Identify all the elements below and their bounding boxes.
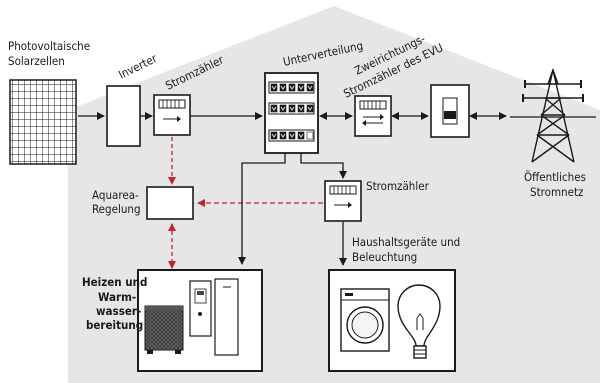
pv-label-line2: Solarzellen — [8, 54, 65, 68]
heating-label-line2: Warm- — [98, 290, 136, 304]
breaker-switch — [279, 104, 287, 113]
aquarea-label-line2: Regelung — [92, 202, 141, 216]
breaker-mark — [307, 106, 313, 111]
breaker-switch — [288, 83, 296, 92]
breaker-switch — [279, 131, 287, 140]
heating-label-line1: Heizen und — [82, 275, 147, 289]
evu-meter-icon — [354, 95, 392, 137]
breaker-switch — [288, 131, 296, 140]
distribution-board-icon — [264, 72, 319, 154]
water-tank-icon — [214, 278, 239, 356]
heating-label-line4: bereitung — [86, 318, 143, 332]
light-bulb-icon — [397, 284, 441, 359]
breaker-switch — [270, 131, 278, 140]
grid-label-line2: Stromnetz — [530, 185, 583, 199]
breaker-mark — [298, 133, 304, 138]
breaker-switch — [288, 104, 296, 113]
aquarea-controller-box — [146, 186, 194, 220]
breaker-switch — [297, 83, 305, 92]
household-label-line2: Beleuchtung — [352, 250, 417, 264]
breaker-switch — [270, 83, 278, 92]
main-switch-icon — [430, 84, 470, 138]
breaker-switch — [279, 83, 287, 92]
household-meter-label: Stromzähler — [366, 179, 430, 193]
breaker-mark — [271, 85, 277, 90]
pv-meter-icon — [153, 94, 191, 136]
breaker-mark — [271, 106, 277, 111]
breaker-mark — [298, 106, 304, 111]
breaker-mark — [280, 106, 286, 111]
household-meter-icon — [324, 180, 362, 222]
breaker-mark — [271, 133, 277, 138]
grid-label-line1: Öffentliches — [524, 168, 586, 184]
power-pylon-icon — [510, 67, 596, 163]
breaker-mark — [289, 133, 295, 138]
line-distribution-housemeter — [300, 153, 347, 179]
washing-machine-icon — [340, 288, 390, 352]
heat-pump-outdoor-unit-icon — [144, 305, 184, 354]
inverter-box — [106, 85, 141, 147]
household-label-line1: Haushaltsgeräte und — [352, 235, 460, 249]
breaker-mark — [289, 85, 295, 90]
breaker-mark — [280, 133, 286, 138]
breaker-mark — [298, 85, 304, 90]
pv-label-line1: Photovoltaische — [8, 39, 90, 53]
breaker-switch — [306, 131, 314, 140]
line-distribution-heating — [238, 153, 286, 265]
breaker-switch — [297, 131, 305, 140]
solar-panel-icon — [9, 79, 77, 165]
aquarea-label-line1: Aquarea- — [92, 188, 139, 202]
breaker-switch — [306, 104, 314, 113]
heating-label-line3: wasser- — [96, 304, 141, 318]
breaker-mark — [289, 106, 295, 111]
breaker-switch — [306, 83, 314, 92]
breaker-mark — [280, 85, 286, 90]
breaker-switch — [270, 104, 278, 113]
indoor-unit-icon — [189, 280, 212, 337]
breaker-switch — [297, 104, 305, 113]
breaker-mark — [307, 85, 313, 90]
